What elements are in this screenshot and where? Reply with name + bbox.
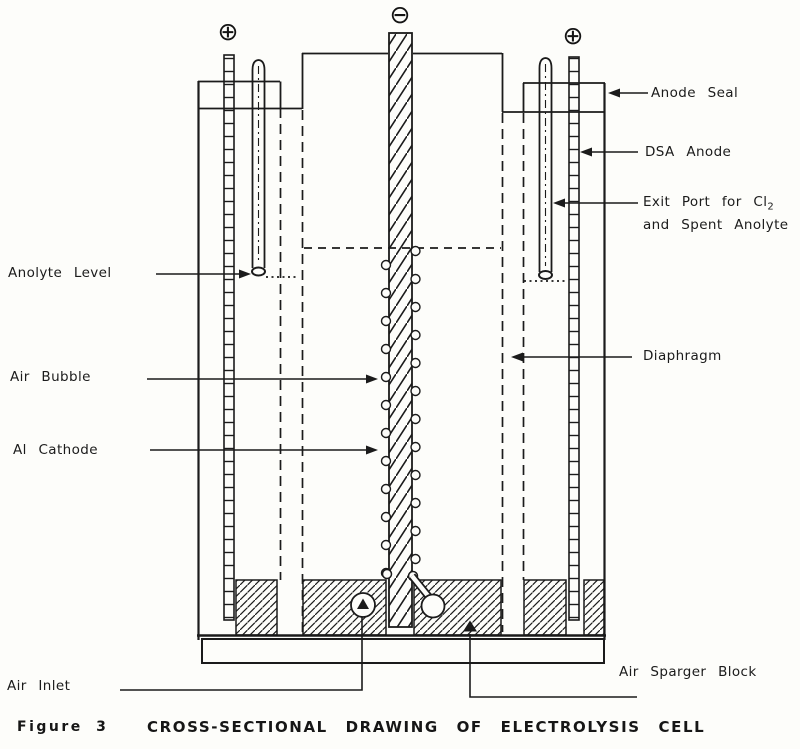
- label-al-cathode: Al Cathode: [13, 442, 98, 458]
- label-exit-port-subscript: 2: [767, 201, 775, 213]
- leader-lines: [120, 88, 648, 698]
- label-dsa-anode: DSA Anode: [645, 144, 732, 160]
- label-anolyte-level: Anolyte Level: [8, 265, 112, 281]
- exit-port-tube-right: [538, 57, 553, 280]
- label-air-inlet: Air Inlet: [7, 678, 71, 694]
- al-cathode-bar: [388, 32, 413, 628]
- air-inlet-check-valve: [350, 568, 477, 632]
- dsa-anode-bar-right: [568, 56, 580, 621]
- anode-seal-left: [198, 80, 302, 110]
- label-air-sparger-block: Air Sparger Block: [619, 664, 757, 680]
- anode-terminal-plus-left-icon: ⊕: [217, 16, 239, 46]
- label-anode-seal: Anode Seal: [651, 85, 739, 101]
- anode-seal-right: [502, 82, 605, 113]
- anode-terminal-plus-right-icon: ⊕: [562, 20, 584, 50]
- figure-title: CROSS-SECTIONAL DRAWING OF ELECTROLYSIS …: [147, 718, 706, 736]
- air-bubbles: [380, 245, 421, 579]
- label-exit-port-text: Exit Port for Cl: [643, 194, 768, 210]
- dsa-anode-bar-left: [223, 54, 235, 621]
- diaphragm-dashed-lines: [279, 108, 525, 632]
- anolyte-level-dotted: [266, 276, 567, 282]
- label-exit-port-line1: Exit Port for Cl2: [643, 194, 774, 213]
- label-diaphragm: Diaphragm: [643, 348, 722, 364]
- label-air-bubble: Air Bubble: [10, 369, 91, 385]
- figure-number: Figure 3: [17, 719, 109, 735]
- cathode-compartment-frame: [301, 52, 504, 112]
- exit-port-tube-left: [251, 59, 266, 277]
- cathode-terminal-minus-icon: ⊖: [389, 0, 411, 29]
- base-tray: [201, 638, 605, 664]
- label-exit-port-line2: and Spent Anolyte: [643, 217, 789, 233]
